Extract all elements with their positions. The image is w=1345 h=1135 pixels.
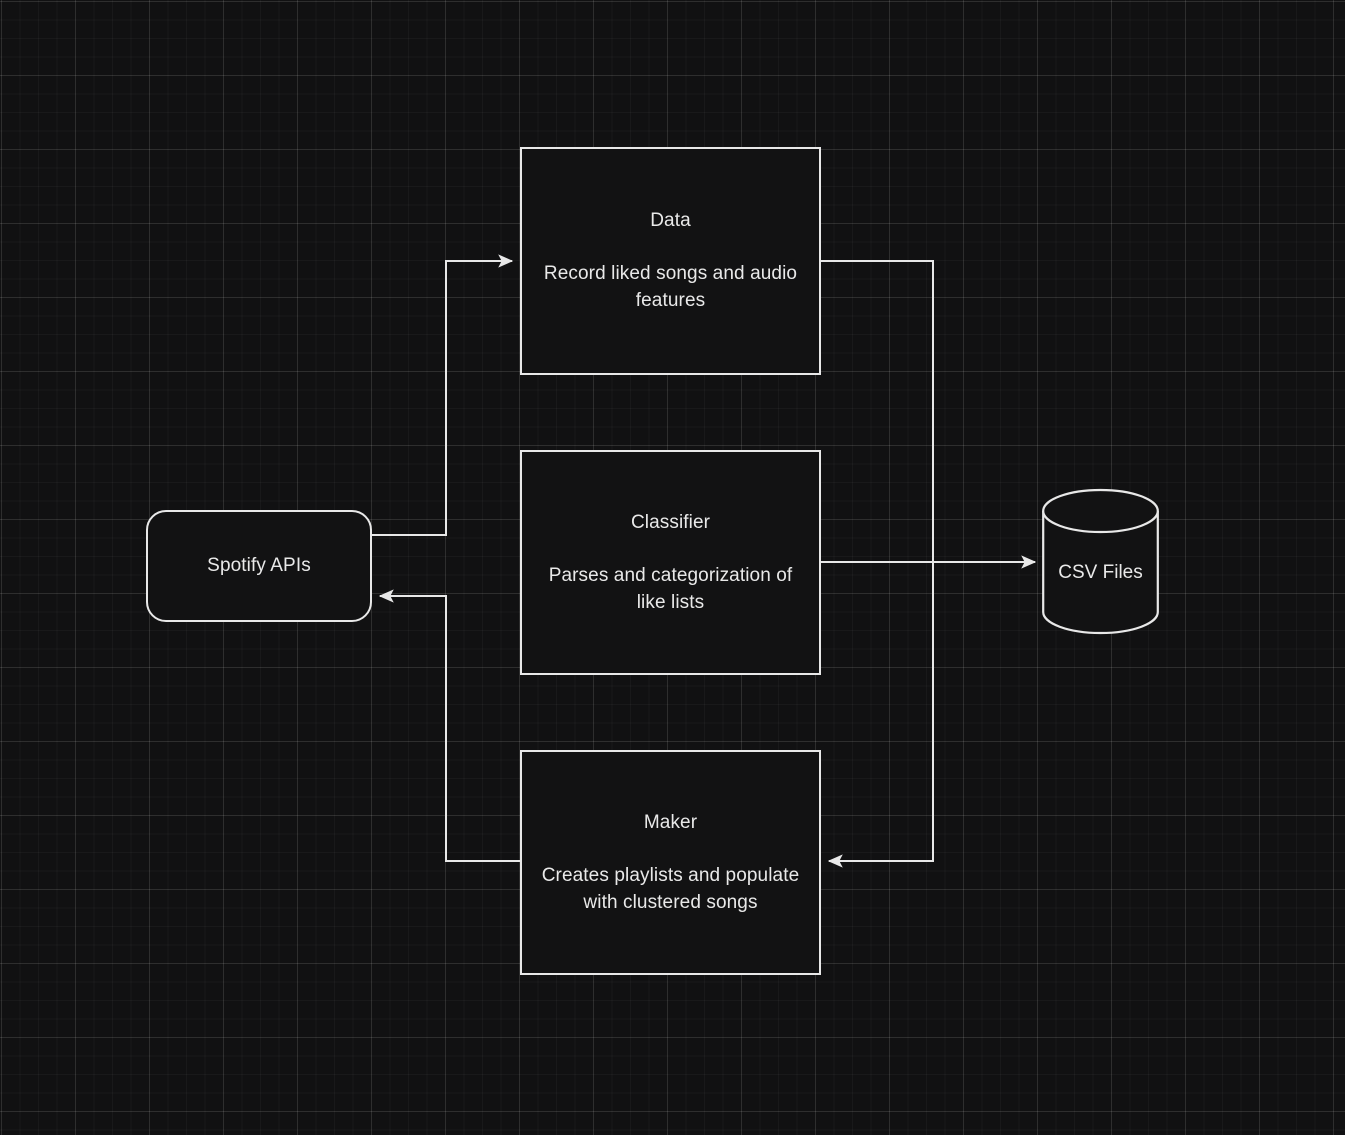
node-classifier-title: Classifier (630, 511, 711, 533)
node-spotify-apis-title: Spotify APIs (207, 555, 311, 576)
edge-data-to-maker (821, 260, 934, 868)
node-data[interactable]: Data Record liked songs and audio featur… (520, 147, 821, 375)
node-maker[interactable]: Maker Creates playlists and populate wit… (520, 750, 821, 975)
node-maker-title: Maker (643, 811, 698, 833)
node-data-title: Data (650, 210, 691, 231)
node-csv-files-title: CSV Files (1058, 561, 1143, 583)
node-data-description: Record liked songs and audio features (543, 263, 798, 311)
node-classifier[interactable]: Classifier Parses and categorization of … (520, 450, 821, 675)
edge-maker-to-spotify (378, 589, 520, 862)
node-classifier-description: Parses and categorization of like lists (548, 564, 793, 613)
node-spotify-apis[interactable]: Spotify APIs (146, 510, 372, 622)
node-csv-files[interactable]: CSV Files (1042, 488, 1159, 635)
edge-spotify-to-data (372, 254, 514, 536)
node-maker-description: Creates playlists and populate with clus… (541, 864, 800, 913)
cylinder-icon (1042, 488, 1159, 635)
